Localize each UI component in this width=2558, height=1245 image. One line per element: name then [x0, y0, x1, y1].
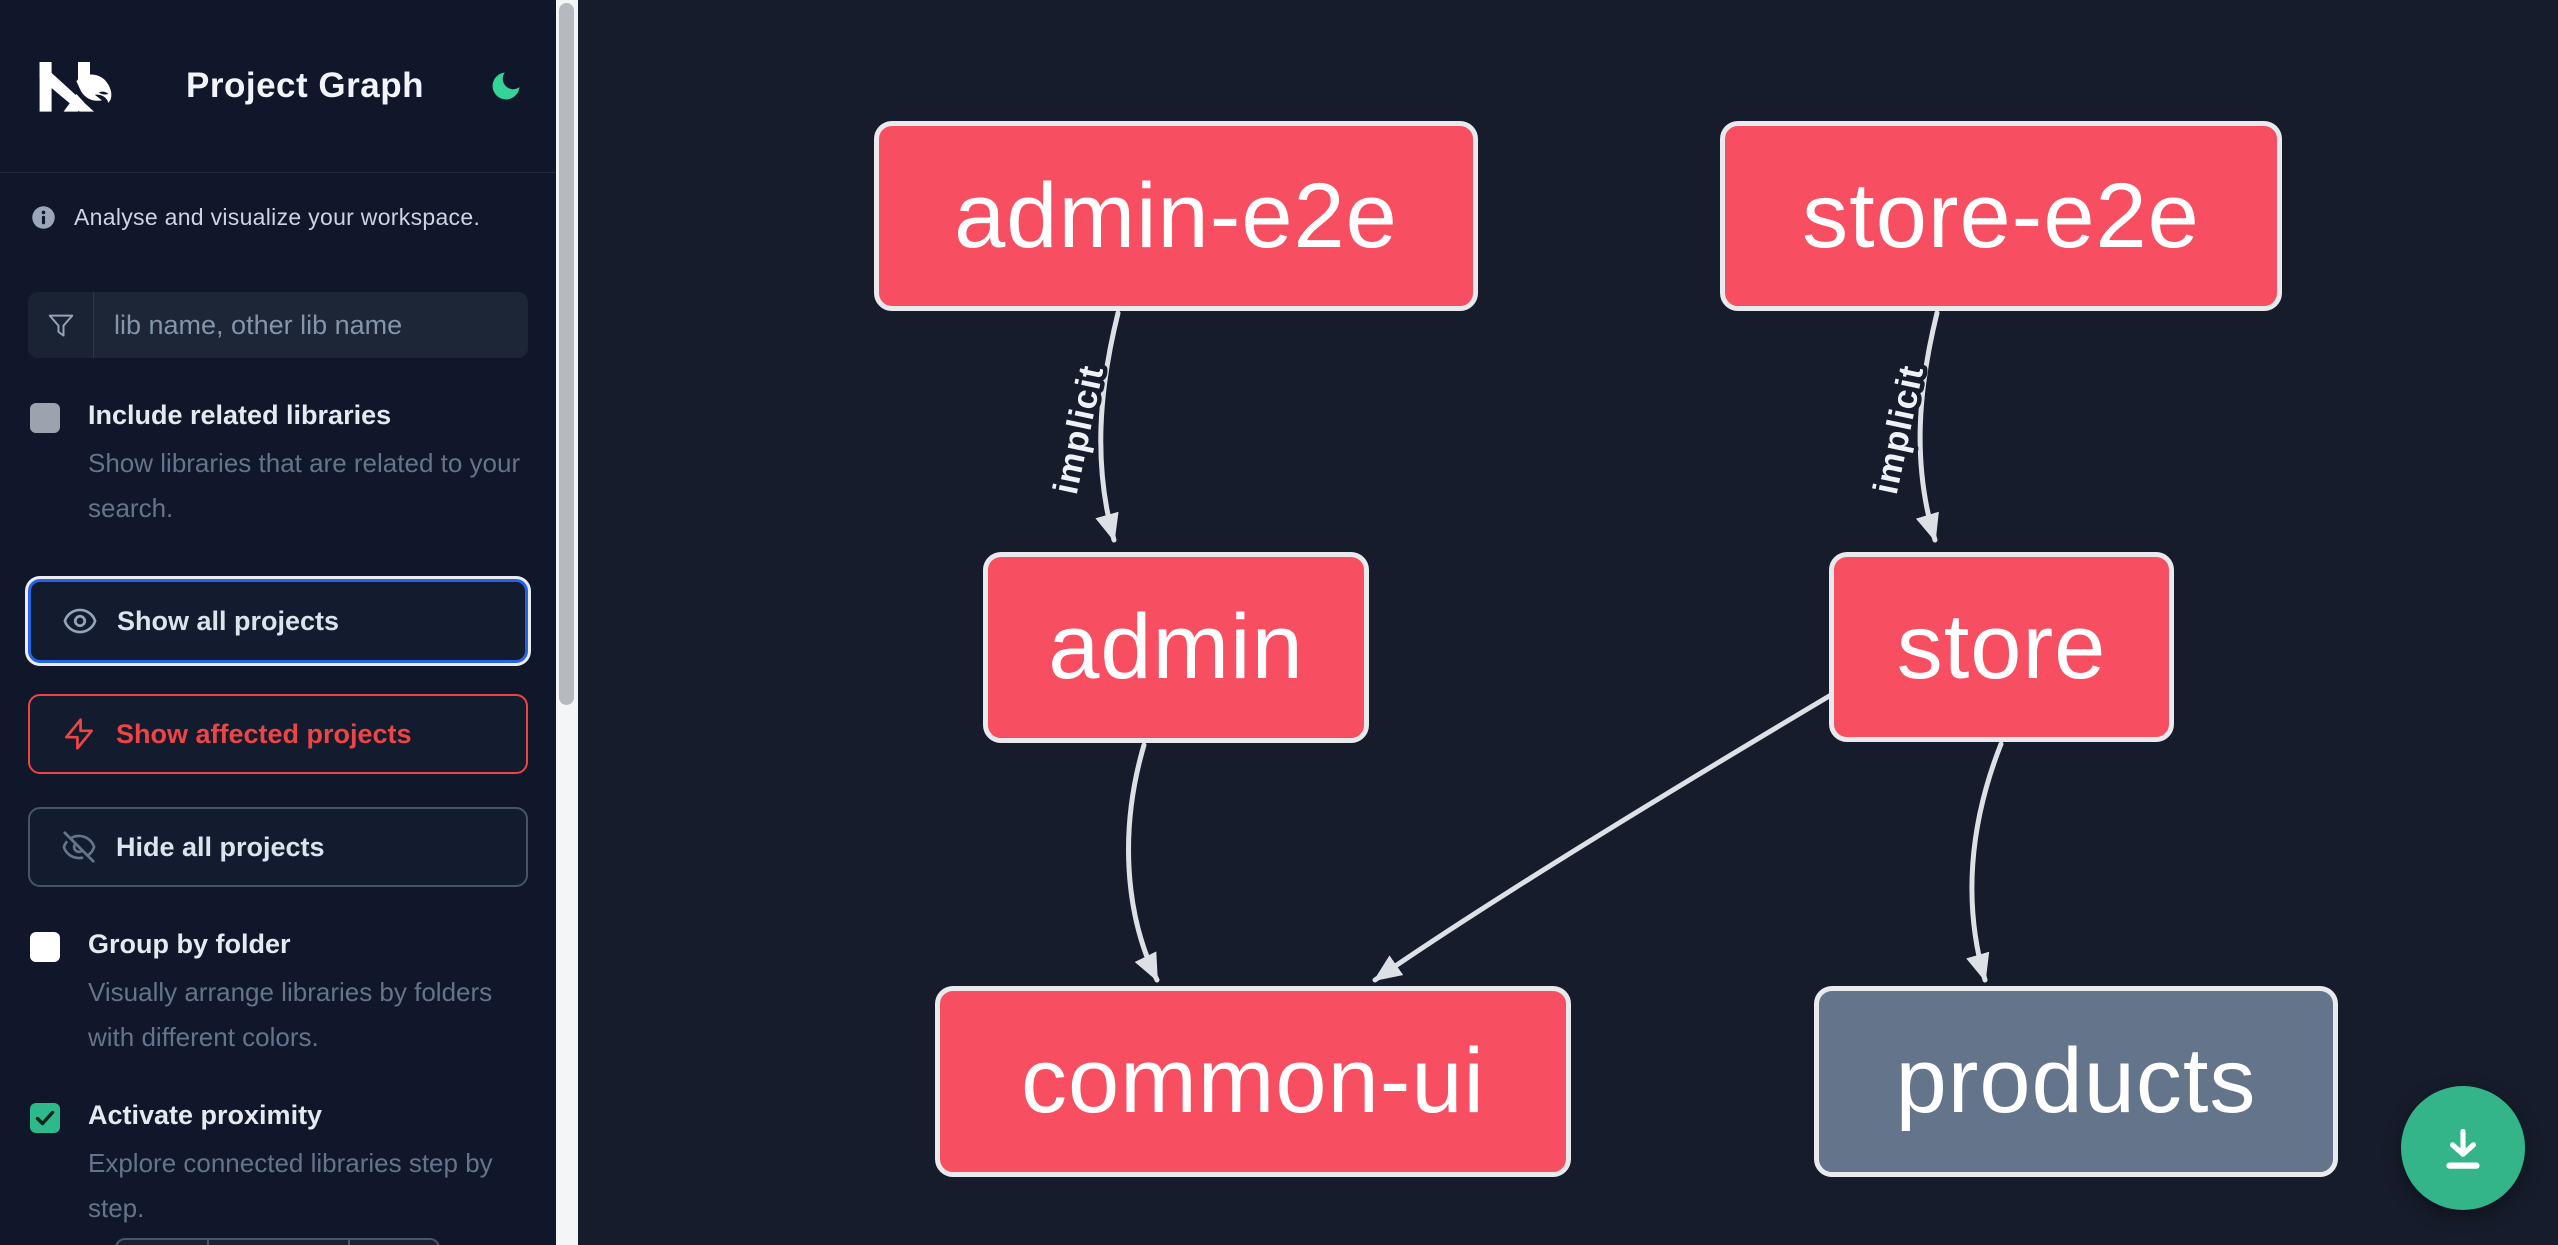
moon-icon — [492, 72, 520, 100]
option-description: Show libraries that are related to your … — [88, 448, 521, 523]
search-input[interactable] — [94, 292, 528, 358]
download-graph-button[interactable] — [2401, 1086, 2525, 1210]
graph-edges: implicit implicit — [1042, 310, 2004, 983]
stepper-decrement-button[interactable] — [115, 1238, 209, 1245]
download-icon — [2446, 1128, 2480, 1169]
option-include-related[interactable]: Include related libraries Show libraries… — [30, 398, 556, 531]
page-title: Project Graph — [186, 66, 424, 105]
show-all-projects-button[interactable]: Show all projects — [28, 579, 528, 663]
option-label: Activate proximity — [88, 1100, 323, 1130]
option-description: Visually arrange libraries by folders wi… — [88, 977, 493, 1052]
edge-admin-e2e-admin — [1095, 310, 1121, 543]
button-label: Hide all projects — [116, 831, 325, 862]
tagline-row: Analyse and visualize your workspace. — [30, 204, 556, 231]
option-activate-proximity[interactable]: Activate proximity Explore connected lib… — [30, 1098, 556, 1231]
sidebar-scrollbar-thumb[interactable] — [559, 3, 574, 705]
checkbox-include-related[interactable] — [30, 403, 60, 433]
funnel-icon — [28, 292, 94, 358]
project-graph-canvas[interactable]: implicit implicit admin-e2e store-e2e ad… — [578, 0, 2558, 1245]
sidebar-scrollbar-track — [556, 0, 578, 1245]
graph-node-common-ui[interactable]: common-ui — [935, 986, 1571, 1177]
stepper-increment-button[interactable] — [350, 1238, 440, 1245]
graph-node-products[interactable]: products — [1814, 986, 2338, 1177]
option-description: Explore connected libraries step by step… — [88, 1148, 493, 1223]
search-box — [28, 292, 528, 358]
tagline-text: Analyse and visualize your workspace. — [74, 204, 481, 230]
node-label: store — [1896, 595, 2107, 698]
checkbox-group-by-folder[interactable] — [30, 932, 60, 962]
edge-store-products — [1966, 741, 2004, 983]
graph-node-store-e2e[interactable]: store-e2e — [1720, 121, 2282, 311]
option-group-by-folder[interactable]: Group by folder Visually arrange librari… — [30, 927, 556, 1060]
sidebar: Project Graph Analyse and visualize your… — [0, 0, 556, 1245]
option-label: Group by folder — [88, 929, 291, 959]
hide-all-projects-button[interactable]: Hide all projects — [28, 807, 528, 887]
eye-icon — [63, 608, 97, 634]
show-affected-projects-button[interactable]: Show affected projects — [28, 694, 528, 774]
bolt-icon — [64, 718, 94, 750]
node-label: admin — [1048, 596, 1304, 698]
graph-node-admin-e2e[interactable]: admin-e2e — [874, 121, 1478, 311]
graph-node-admin[interactable]: admin — [983, 552, 1369, 743]
edge-store-common-ui — [1372, 692, 1834, 983]
proximity-depth-stepper — [115, 1238, 440, 1245]
info-icon — [32, 206, 55, 229]
graph-node-store[interactable]: store — [1829, 552, 2174, 742]
edge-admin-common-ui — [1126, 742, 1160, 983]
checkbox-activate-proximity[interactable] — [30, 1103, 60, 1133]
check-icon — [35, 1110, 55, 1126]
theme-toggle-button[interactable] — [486, 66, 526, 106]
nx-logo-icon — [39, 62, 112, 112]
edge-store-e2e-store — [1915, 310, 1940, 543]
node-label: admin-e2e — [954, 164, 1398, 267]
node-label: products — [1895, 1030, 2257, 1132]
node-label: common-ui — [1020, 1030, 1485, 1132]
button-label: Show all projects — [117, 605, 340, 636]
node-label: store-e2e — [1802, 164, 2200, 267]
sidebar-header: Project Graph — [0, 0, 556, 173]
button-label: Show affected projects — [116, 718, 412, 749]
eye-slash-icon — [62, 831, 96, 863]
option-label: Include related libraries — [88, 400, 392, 430]
stepper-value — [209, 1238, 350, 1245]
